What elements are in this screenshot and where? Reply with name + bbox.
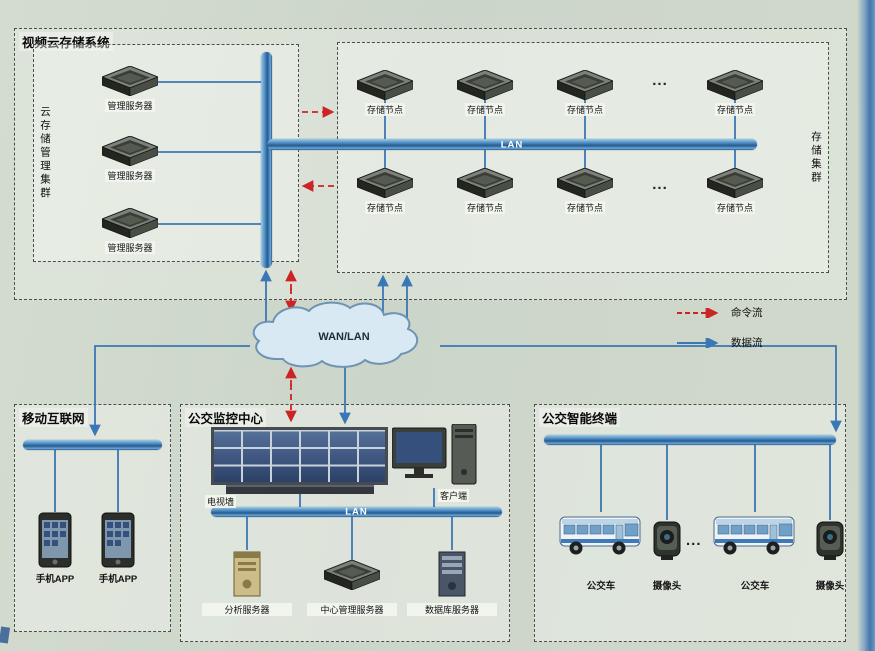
storage-node-icon xyxy=(707,70,763,100)
tv-wall-console xyxy=(226,485,374,494)
storage-ellipsis: ... xyxy=(652,176,668,193)
legend-data-label: 数据流 xyxy=(731,337,763,349)
mgmt-bus-bar xyxy=(261,52,272,268)
smartphone-icon xyxy=(101,512,135,568)
client-label: 客户端 xyxy=(438,489,470,502)
storage-node-icon xyxy=(457,168,513,198)
storage-node-label: 存储节点 xyxy=(564,201,605,214)
bus-label: 公交车 xyxy=(586,581,616,592)
mobile-bus-bar xyxy=(23,440,162,450)
storage-node-icon xyxy=(357,168,413,198)
center-lan-label: LAN xyxy=(345,506,368,518)
cloud-label: WAN/LAN xyxy=(318,331,370,343)
server-icon xyxy=(102,66,158,96)
mgmt-server-label: 管理服务器 xyxy=(105,241,155,254)
wan-lan-cloud: WAN/LAN xyxy=(243,299,445,373)
legend-data-flow: 数据流 xyxy=(676,335,763,350)
video-cloud-storage-system-box: 视频云存储系统 xyxy=(14,28,847,300)
storage-lan-bar: LAN xyxy=(267,139,757,150)
storage-node-icon xyxy=(457,70,513,100)
bus-label: 公交车 xyxy=(740,581,770,592)
mgmt-cluster-box: 云存储管理集群 xyxy=(33,44,299,262)
storage-node-icon xyxy=(707,168,763,198)
desktop-computer-icon xyxy=(392,424,477,485)
tv-wall xyxy=(211,427,388,485)
video-cloud-storage-title: 视频云存储系统 xyxy=(19,32,113,51)
storage-node: 存储节点 xyxy=(450,168,520,214)
smart-terminal-title: 公交智能终端 xyxy=(539,408,621,427)
tower-server-icon xyxy=(233,551,261,597)
mgmt-server-label: 管理服务器 xyxy=(105,99,155,112)
page-edge-artifact xyxy=(857,0,875,651)
storage-node-icon xyxy=(557,70,613,100)
server-icon xyxy=(102,208,158,238)
storage-node-label: 存储节点 xyxy=(364,201,405,214)
bus-icon xyxy=(559,516,641,555)
mgmt-server-node: 管理服务器 xyxy=(95,208,165,254)
center-lan-bar: LAN xyxy=(211,507,502,517)
storage-node: 存储节点 xyxy=(350,168,420,214)
camera-icon xyxy=(653,521,681,561)
data-flow-arrow-icon xyxy=(677,337,719,348)
storage-node: 存储节点 xyxy=(450,70,520,116)
storage-node-icon xyxy=(357,70,413,100)
command-flow-arrow-icon xyxy=(677,307,719,318)
server-icon xyxy=(102,136,158,166)
storage-node-label: 存储节点 xyxy=(714,103,755,116)
storage-node-label: 存储节点 xyxy=(464,103,505,116)
phone-app-label: 手机APP xyxy=(35,574,75,585)
mgmt-server-node: 管理服务器 xyxy=(95,66,165,112)
storage-node: 存储节点 xyxy=(550,70,620,116)
storage-node-icon xyxy=(557,168,613,198)
storage-lan-label: LAN xyxy=(500,138,524,150)
storage-node: 存储节点 xyxy=(550,168,620,214)
camera-label: 摄像头 xyxy=(815,581,845,592)
storage-node: 存储节点 xyxy=(700,168,770,214)
smartphone-icon xyxy=(38,512,72,568)
mobile-internet-title: 移动互联网 xyxy=(19,408,88,427)
central-mgmt-server-label: 中心管理服务器 xyxy=(307,603,397,616)
bus-icon xyxy=(713,516,795,555)
storage-node: 存储节点 xyxy=(350,70,420,116)
server-icon xyxy=(324,560,380,590)
storage-cluster-side-label: 存储集群 xyxy=(810,130,822,185)
terminal-bus-bar xyxy=(544,435,836,445)
tv-wall-label: 电视墙 xyxy=(205,495,237,508)
phone-node: 手机APP xyxy=(27,512,83,585)
mgmt-cluster-side-label: 云存储管理集群 xyxy=(39,105,51,201)
tower-server-icon xyxy=(438,551,466,597)
storage-node-label: 存储节点 xyxy=(364,103,405,116)
camera-label: 摄像头 xyxy=(652,581,682,592)
storage-node-label: 存储节点 xyxy=(714,201,755,214)
mgmt-server-label: 管理服务器 xyxy=(105,169,155,182)
cloud-shape xyxy=(252,301,419,368)
terminal-ellipsis: ... xyxy=(686,532,702,549)
mgmt-server-node: 管理服务器 xyxy=(95,136,165,182)
camera-icon xyxy=(816,521,844,561)
storage-ellipsis: ... xyxy=(652,72,668,89)
legend-command-label: 命令流 xyxy=(731,307,763,319)
analysis-server-label: 分析服务器 xyxy=(202,603,292,616)
storage-node: 存储节点 xyxy=(700,70,770,116)
phone-app-label: 手机APP xyxy=(98,574,138,585)
database-server-label: 数据库服务器 xyxy=(407,603,497,616)
legend-command-flow: 命令流 xyxy=(676,305,763,320)
monitoring-center-title: 公交监控中心 xyxy=(185,408,267,427)
storage-node-label: 存储节点 xyxy=(464,201,505,214)
storage-node-label: 存储节点 xyxy=(564,103,605,116)
phone-node: 手机APP xyxy=(90,512,146,585)
